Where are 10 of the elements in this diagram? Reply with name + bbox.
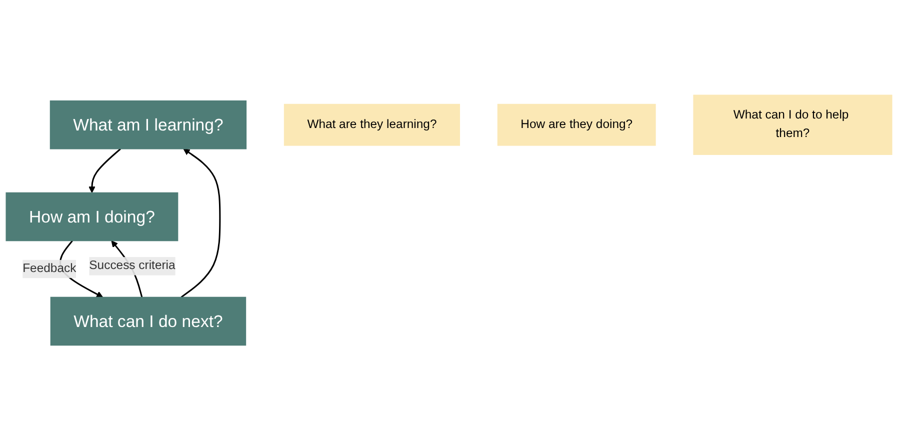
node-box: What are they learning? [284, 104, 460, 146]
node-box: What am I learning? [50, 100, 247, 150]
node-box: What can I do to help them? [693, 94, 892, 155]
node-box: How are they doing? [497, 104, 656, 146]
edge-label: Feedback [22, 262, 76, 275]
arrow [180, 148, 221, 298]
arrow [88, 148, 122, 193]
edge-label: Success criteria [89, 259, 176, 272]
node-box: How am I doing? [6, 192, 178, 241]
node-box: What can I do next? [50, 296, 246, 346]
